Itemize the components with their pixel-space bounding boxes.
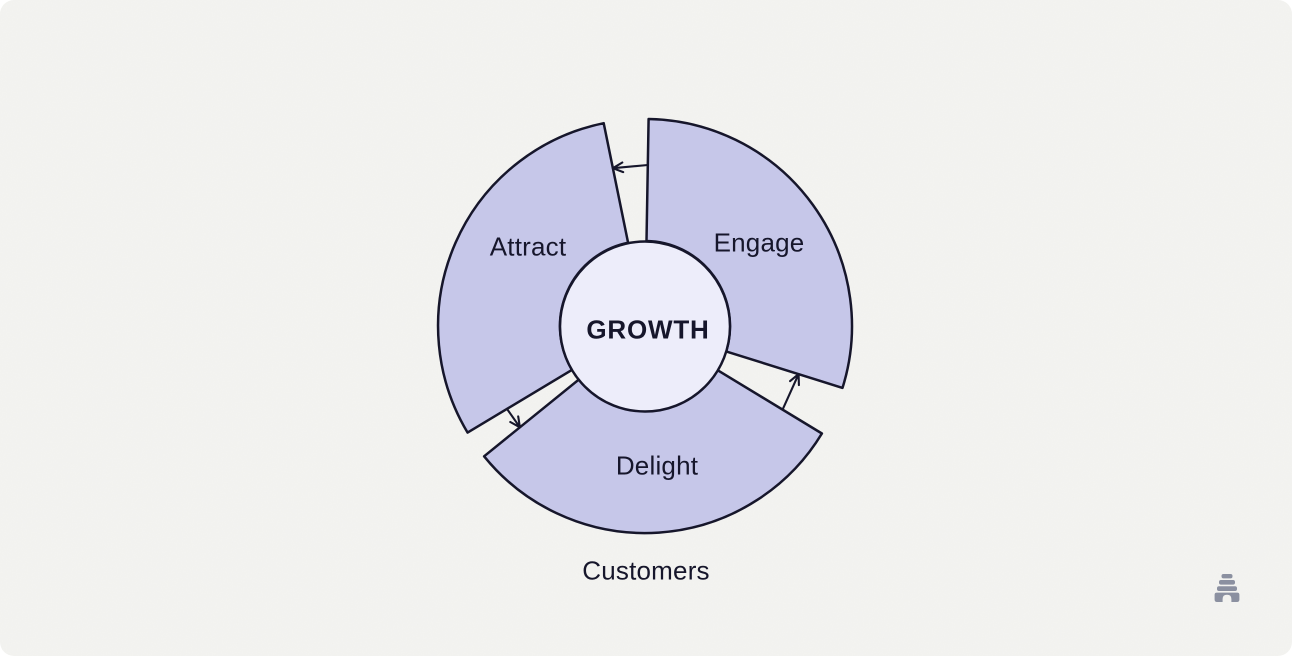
beehive-icon [1214,574,1240,602]
growth-hub-circle [558,240,732,413]
arrow-delight-to-engage [781,373,800,411]
arrow-attract-to-delight [505,407,521,429]
customers-caption: Customers [582,555,710,586]
segment-label-engage: Engage [713,227,805,258]
arrow-engage-to-attract [611,161,649,174]
segment-label-attract: Attract [489,231,567,262]
segment-label-delight: Delight [615,450,699,481]
center-growth-label: GROWTH [586,314,710,345]
